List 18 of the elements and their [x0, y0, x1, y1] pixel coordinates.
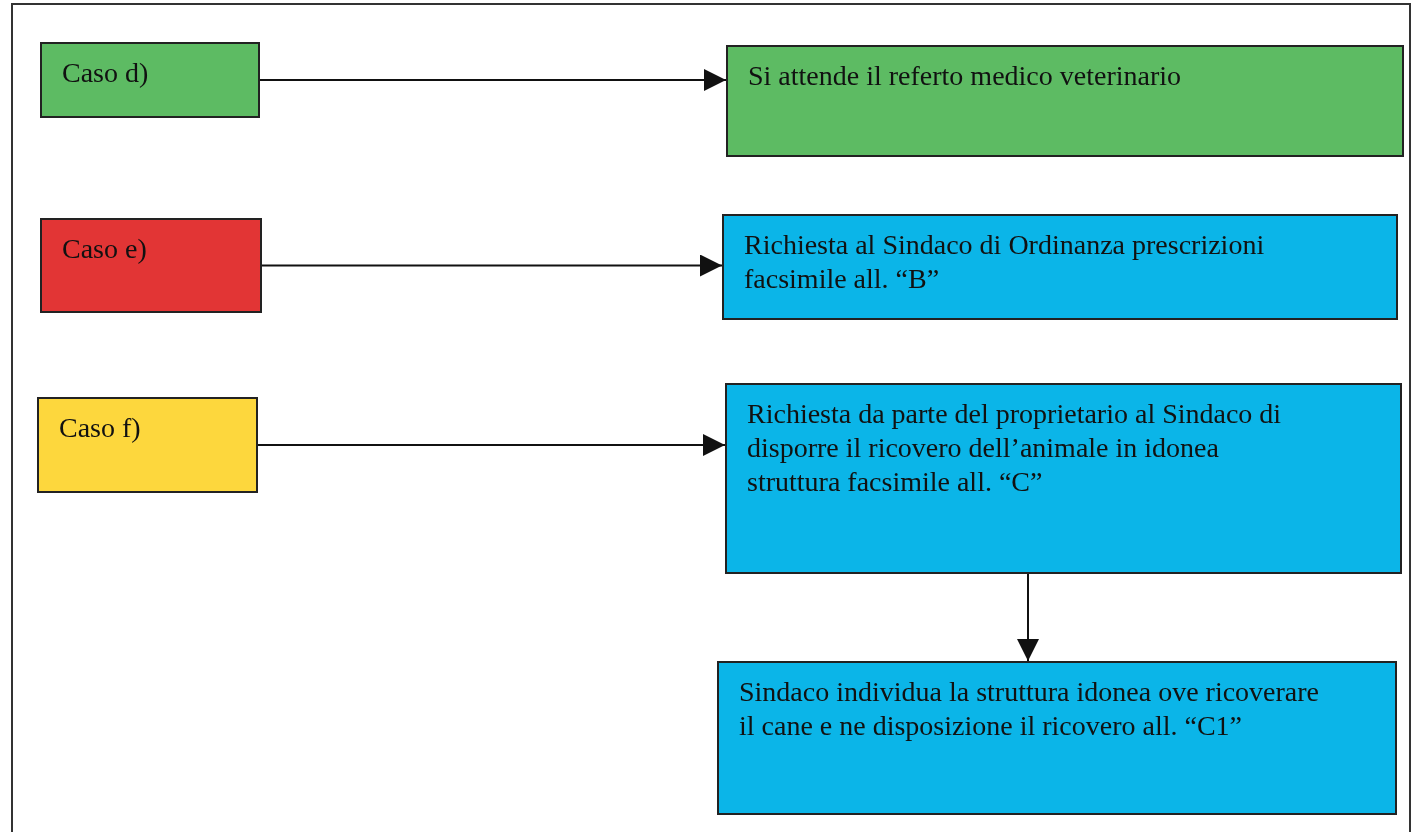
arrow	[257, 434, 726, 456]
arrow	[261, 254, 723, 277]
box-text: Sindaco individua la struttura idonea ove ricoverare il cane e ne disposizione il ricovero all. “C1”	[739, 675, 1320, 743]
arrow	[259, 69, 727, 91]
box-text: Si attende il referto medico veterinario	[748, 59, 1183, 93]
box-text: Caso d)	[62, 56, 150, 90]
box-text: Richiesta da parte del proprietario al Sindaco di disporre il ricovero dell’animale in idonea struttura facsimile all. “C”	[747, 397, 1283, 499]
process-box	[40, 42, 260, 118]
process-box	[722, 214, 1398, 320]
process-box	[726, 45, 1404, 157]
process-box	[725, 383, 1402, 574]
box-text: Caso e)	[62, 232, 148, 266]
process-box	[37, 397, 258, 493]
process-box	[717, 661, 1397, 815]
process-box	[40, 218, 262, 313]
arrow	[1017, 573, 1039, 662]
box-text: Caso f)	[59, 411, 142, 445]
box-text: Richiesta al Sindaco di Ordinanza prescrizioni facsimile all. “B”	[744, 228, 1266, 296]
